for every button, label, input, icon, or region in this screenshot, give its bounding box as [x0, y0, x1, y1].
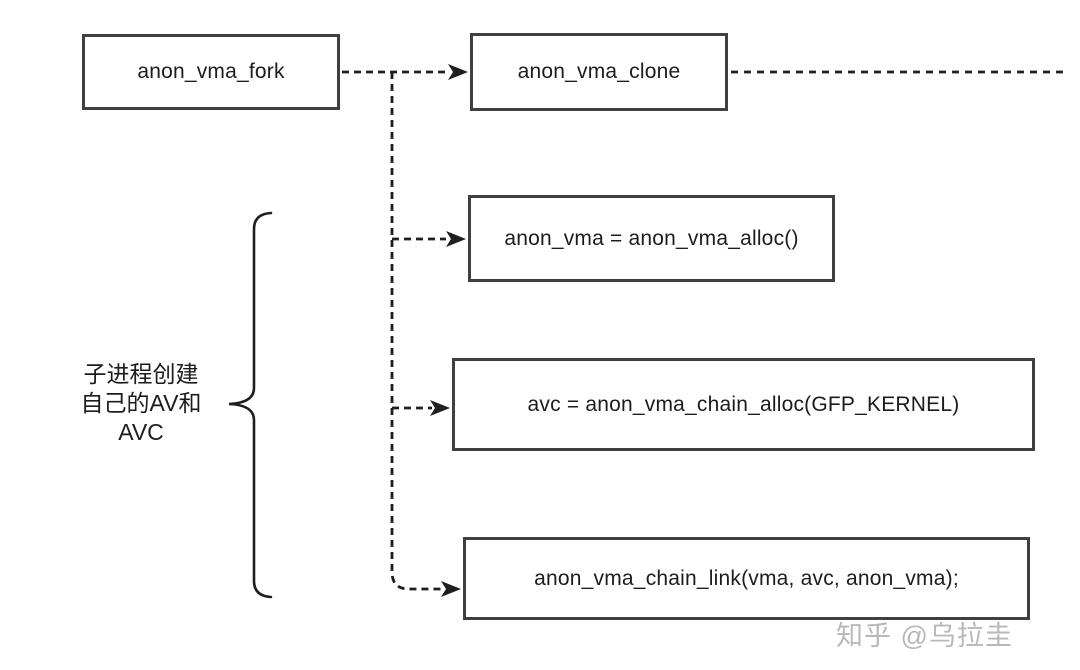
annotation-line-1: 子进程创建 — [83, 361, 199, 387]
annotation-line-2: 自己的AV和 — [80, 390, 202, 416]
connector-fork-to-chain-link — [390, 72, 461, 597]
node-anon-vma-chain-link-label: anon_vma_chain_link(vma, avc, anon_vma); — [534, 566, 959, 590]
annotation-line-3: AVC — [118, 419, 164, 445]
node-anon-vma-fork: anon_vma_fork — [82, 34, 340, 110]
node-anon-vma-alloc: anon_vma = anon_vma_alloc() — [468, 195, 835, 282]
node-anon-vma-clone: anon_vma_clone — [470, 33, 728, 111]
node-anon-vma-clone-label: anon_vma_clone — [517, 60, 681, 83]
node-anon-vma-alloc-label: anon_vma = anon_vma_alloc() — [504, 226, 799, 250]
node-anon-vma-chain-alloc: avc = anon_vma_chain_alloc(GFP_KERNEL) — [452, 358, 1035, 451]
connector-fork-to-chain-alloc — [392, 400, 450, 416]
curly-brace — [228, 211, 273, 599]
node-anon-vma-fork-label: anon_vma_fork — [137, 60, 285, 83]
connector-fork-to-clone — [342, 64, 468, 80]
node-anon-vma-chain-link: anon_vma_chain_link(vma, avc, anon_vma); — [463, 537, 1030, 620]
annotation-label: 子进程创建 自己的AV和 AVC — [55, 360, 227, 447]
watermark: 知乎 @乌拉圭 — [836, 621, 1013, 651]
connector-fork-to-alloc — [392, 231, 466, 247]
node-anon-vma-chain-alloc-label: avc = anon_vma_chain_alloc(GFP_KERNEL) — [527, 392, 960, 416]
